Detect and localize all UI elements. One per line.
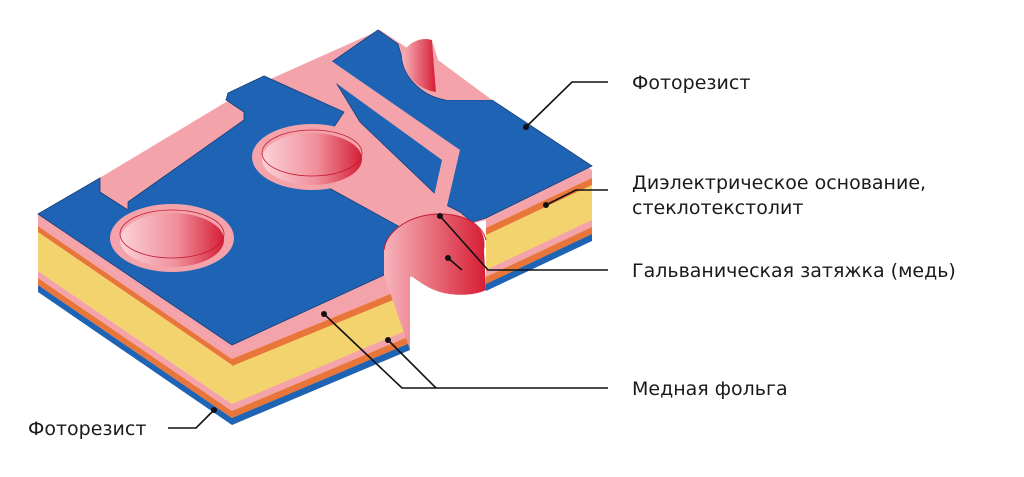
label-dielectric-line1: Диэлектрическое основание, — [632, 172, 926, 194]
front-right-side-face — [232, 278, 410, 425]
leader-copper-foil — [321, 311, 608, 389]
copper-trace — [318, 60, 460, 214]
top-photoresist-right — [325, 29, 593, 223]
via-hole-middle — [252, 124, 372, 190]
leader-photoresist-bottom — [168, 407, 217, 429]
label-dielectric-line2: стеклотекстолит — [632, 197, 803, 219]
label-photoresist-bottom: Фоторезист — [28, 418, 146, 440]
label-photoresist-top: Фоторезист — [632, 72, 750, 94]
dielectric-layer — [38, 232, 232, 404]
top-plating-layer — [38, 219, 232, 359]
bottom-photoresist-layer — [38, 285, 232, 425]
leader-dielectric — [543, 189, 608, 208]
via-notch-back — [402, 38, 492, 100]
bottom-copper-foil-layer — [38, 278, 232, 418]
via-hole-left — [110, 204, 234, 272]
front-side-face — [38, 219, 232, 425]
bottom-plating-layer — [38, 271, 232, 411]
top-copper-foil-layer — [38, 226, 232, 365]
label-copper-foil: Медная фольга — [632, 378, 788, 400]
label-plating: Гальваническая затяжка (медь) — [632, 260, 956, 282]
leader-plating — [437, 213, 608, 271]
right-side-face — [486, 170, 592, 291]
leader-photoresist-top — [523, 81, 608, 130]
